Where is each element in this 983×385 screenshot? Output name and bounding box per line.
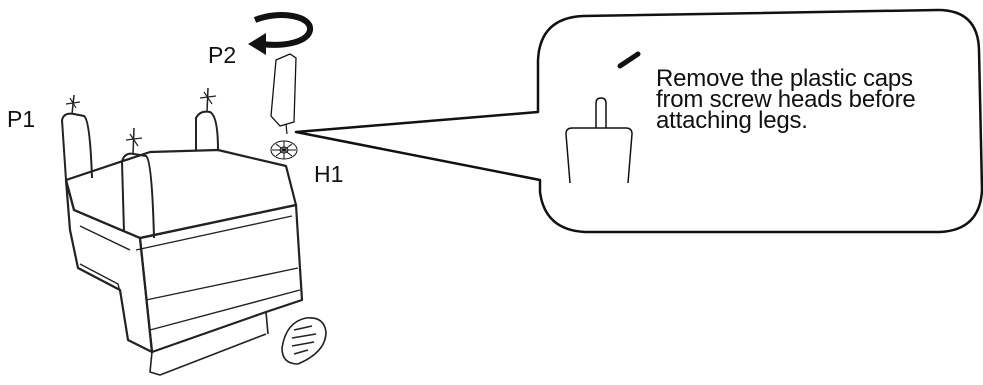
callout-line: from screw heads before	[656, 86, 916, 113]
label-p2: P2	[208, 42, 237, 68]
leg-p1	[60, 94, 93, 181]
leg-center	[120, 127, 155, 239]
callout-text: Remove the plastic caps from screw heads…	[656, 65, 983, 134]
leg-top-closeup	[565, 97, 633, 184]
callout-line: attaching legs.	[656, 107, 808, 134]
plastic-cap-icon	[270, 53, 297, 127]
callout-bubble	[294, 8, 983, 234]
removed-cap-mark	[617, 51, 641, 69]
chair-body	[64, 148, 304, 376]
label-p1: P1	[7, 106, 36, 132]
screw-head-icon	[270, 140, 298, 160]
leg-p2	[195, 87, 219, 151]
callout-line: Remove the plastic caps	[656, 65, 913, 92]
curved-arrow-icon	[248, 12, 313, 55]
footrest-pedal	[281, 316, 327, 365]
label-h1: H1	[314, 161, 344, 187]
